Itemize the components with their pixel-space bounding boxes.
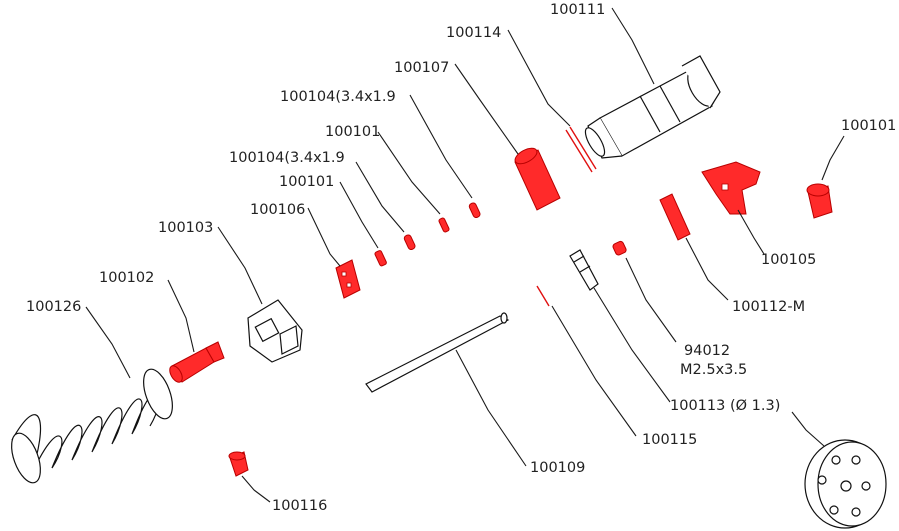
leader-100109 <box>455 349 527 467</box>
part-100112m-bracket <box>659 193 691 241</box>
leader-lines <box>85 7 845 503</box>
label-100102: 100102 <box>99 270 154 286</box>
label-94012-size: M2.5x3.5 <box>680 362 747 378</box>
part-100113-gear <box>569 249 599 291</box>
label-100106: 100106 <box>250 202 305 218</box>
part-94012-screw <box>612 240 627 256</box>
part-100104-lower <box>403 234 416 251</box>
label-100101-c: 100101 <box>841 118 896 134</box>
part-100109-rod <box>365 312 510 393</box>
part-100101-upper <box>438 217 450 233</box>
label-100105: 100105 <box>761 252 816 268</box>
leader-100101-b <box>339 181 379 249</box>
disk-part <box>804 439 887 529</box>
part-100101-cap <box>806 183 833 219</box>
leader-100101-a <box>377 131 441 215</box>
label-94012: 94012 <box>684 343 730 359</box>
part-100103-housing <box>247 299 303 363</box>
label-100126: 100126 <box>26 299 81 315</box>
label-100111: 100111 <box>550 2 605 18</box>
label-100101-b: 100101 <box>279 174 334 190</box>
part-100101-lower <box>374 250 387 267</box>
part-100126-spring <box>11 368 173 484</box>
label-100114: 100114 <box>446 25 501 41</box>
label-100109: 100109 <box>530 460 585 476</box>
part-100115-pin <box>536 285 550 307</box>
part-100116-sleeve <box>228 451 249 477</box>
leader-100115 <box>551 305 637 437</box>
leader-100116 <box>241 475 271 503</box>
label-100101-a: 100101 <box>325 124 380 140</box>
leader-100111 <box>611 7 655 85</box>
part-100105-block <box>701 161 761 215</box>
label-100116: 100116 <box>272 498 327 514</box>
leader-100102 <box>167 279 195 353</box>
leader-100106 <box>307 207 341 267</box>
label-100112m: 100112-M <box>732 299 805 315</box>
label-100104-a: 100104(3.4x1.9 <box>280 89 396 105</box>
leader-100126 <box>85 306 131 379</box>
label-100107: 100107 <box>394 60 449 76</box>
leader-100114 <box>507 29 571 127</box>
leader-disk <box>791 411 825 447</box>
label-100115: 100115 <box>642 432 697 448</box>
part-100114-pin <box>565 126 597 173</box>
part-100102-nozzle <box>169 341 225 383</box>
leader-100101-c <box>821 135 845 181</box>
leader-100104-b <box>355 161 405 233</box>
part-labels: 100111 100114 100107 100104(3.4x1.9 1001… <box>26 2 896 514</box>
leader-100113 <box>593 287 671 403</box>
leader-94012 <box>625 257 677 343</box>
leader-100104-a <box>409 94 473 199</box>
label-100104-b: 100104(3.4x1.9 <box>229 150 345 166</box>
leader-100107 <box>454 63 519 155</box>
label-100113: 100113 (Ø 1.3) <box>670 398 780 414</box>
leader-100103 <box>217 226 263 305</box>
part-100106-connector <box>335 259 361 299</box>
label-100103: 100103 <box>158 220 213 236</box>
part-100111-cylinder <box>584 55 721 159</box>
leader-100105 <box>737 209 765 255</box>
part-100104-upper <box>468 202 481 219</box>
leader-100112m <box>685 237 729 301</box>
part-100107-sleeve <box>514 147 561 211</box>
